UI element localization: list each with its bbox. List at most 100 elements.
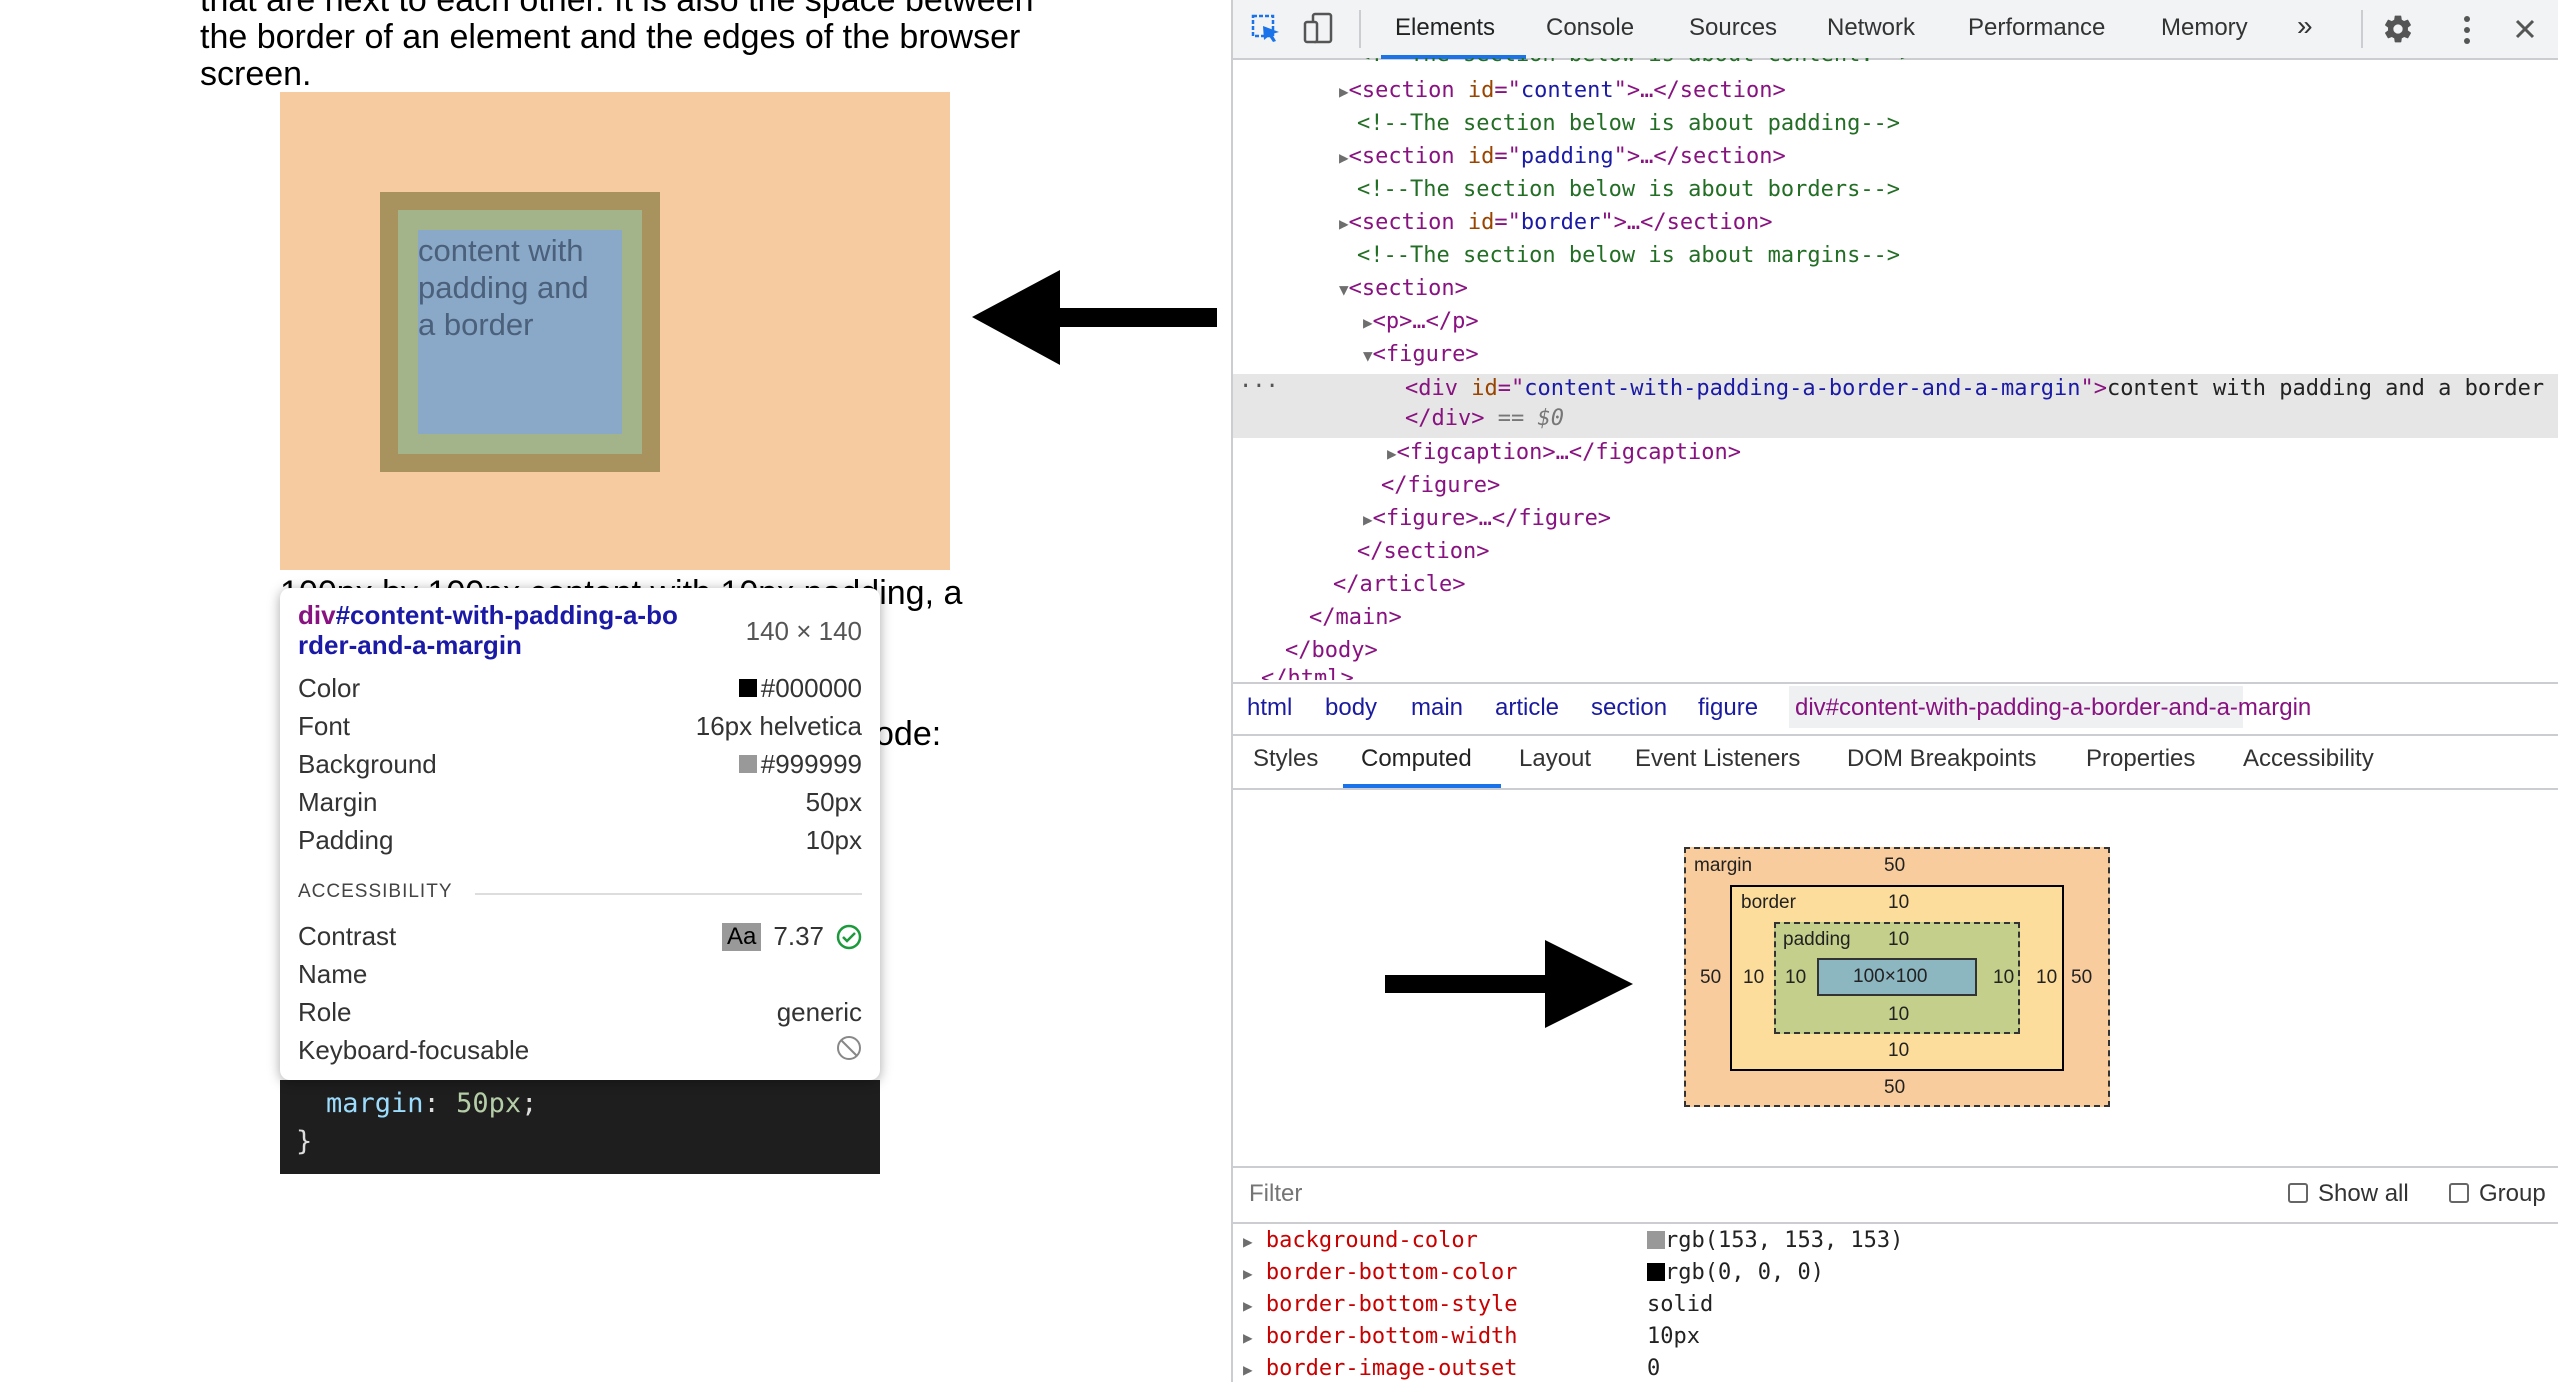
dom-node-section-padding[interactable]: ▶<section id="padding">…</section>	[1339, 144, 1786, 169]
color-swatch	[1647, 1231, 1665, 1249]
tooltip-id: #content-with-padding-a-bo	[335, 600, 678, 630]
close-icon[interactable]	[2514, 18, 2536, 40]
box-model-margin-top: 50	[1884, 855, 1906, 876]
dom-close-section: </section>	[1357, 539, 1490, 564]
tab-styles[interactable]: Styles	[1253, 745, 1319, 772]
tooltip-row-color: Color #000000	[298, 673, 862, 703]
group-checkbox[interactable]	[2449, 1183, 2469, 1203]
tooltip-size: 140 × 140	[745, 616, 862, 646]
dom-close-html: </html>	[1261, 666, 1354, 680]
box-model-margin-left: 50	[1700, 967, 1722, 988]
tab-event-listeners[interactable]: Event Listeners	[1635, 745, 1801, 772]
box-model-margin-bottom: 50	[1884, 1077, 1906, 1098]
box-model-padding-left: 10	[1785, 967, 1807, 988]
code-value: 50px	[456, 1088, 522, 1119]
accessibility-heading: ACCESSIBILITY	[298, 881, 453, 902]
dom-node-figure[interactable]: ▼<figure>	[1363, 342, 1479, 367]
not-allowed-icon	[837, 1036, 861, 1060]
dom-node-p[interactable]: ▶<p>…</p>	[1363, 309, 1479, 334]
rendered-page: that are next to each other. It is also …	[0, 0, 1231, 1382]
toolbar-divider	[1359, 10, 1361, 48]
toolbar-divider	[2361, 10, 2363, 48]
gear-icon[interactable]	[2382, 13, 2414, 45]
breadcrumb-main[interactable]: main	[1411, 694, 1464, 721]
dom-close-main: </main>	[1309, 605, 1402, 630]
computed-property-row[interactable]: ▶ border-bottom-width	[1243, 1324, 1518, 1349]
tab-computed[interactable]: Computed	[1361, 745, 1472, 772]
check-circle-icon	[836, 924, 862, 949]
computed-filter-bar	[1233, 1166, 2558, 1224]
dom-tree: <!--The section below is about content.-…	[1233, 58, 2558, 680]
color-swatch	[1647, 1263, 1665, 1281]
breadcrumb-selected-div[interactable]: div#content-with-padding-a-border-and-a-…	[1795, 694, 2312, 721]
dom-node-figure-2[interactable]: ▶<figure>…</figure>	[1363, 506, 1612, 531]
paragraph-line: the border of an element and the edges o…	[200, 18, 1021, 56]
computed-property-row[interactable]: ▶ border-bottom-color	[1243, 1260, 1518, 1285]
box-model-padding-bottom: 10	[1888, 1004, 1910, 1025]
tab-dom-breakpoints[interactable]: DOM Breakpoints	[1847, 745, 2037, 772]
computed-property-row[interactable]: ▶ border-image-outset	[1243, 1356, 1518, 1381]
devtools-panel: Elements Console Sources Network Perform…	[1231, 0, 2558, 1382]
box-model-padding-right: 10	[1993, 967, 2015, 988]
demo-text-line: padding and	[418, 270, 589, 305]
code-close-brace: }	[296, 1126, 313, 1157]
dom-node-section-border[interactable]: ▶<section id="border">…</section>	[1339, 210, 1773, 235]
dom-node-section-content[interactable]: ▶<section id="content">…</section>	[1339, 78, 1786, 103]
tab-performance[interactable]: Performance	[1968, 14, 2106, 41]
code-property: margin	[326, 1088, 424, 1119]
dom-node-section[interactable]: ▼<section>	[1339, 276, 1468, 301]
more-tabs-button[interactable]: »	[2297, 10, 2313, 41]
tooltip-row-contrast: Contrast Aa 7.37	[298, 921, 862, 955]
demo-text-line: content with	[418, 233, 584, 268]
computed-property-value: rgb(153, 153, 153)	[1647, 1228, 1903, 1253]
dom-close-body: </body>	[1285, 638, 1378, 663]
ellipsis-icon: ···	[1239, 374, 1279, 399]
box-model-margin-label: margin	[1694, 855, 1753, 876]
group-label: Group	[2479, 1180, 2546, 1207]
box-model-padding-top: 10	[1888, 929, 1910, 950]
box-model-border-right: 10	[2036, 967, 2058, 988]
computed-property-row[interactable]: ▶ background-color	[1243, 1228, 1478, 1253]
breadcrumb-html[interactable]: html	[1247, 694, 1293, 721]
tab-properties[interactable]: Properties	[2086, 745, 2196, 772]
dom-close-figure: </figure>	[1381, 473, 1501, 498]
kebab-menu-icon[interactable]	[2461, 14, 2473, 46]
devtools-toolbar: Elements Console Sources Network Perform…	[1233, 0, 2558, 60]
breadcrumb-body[interactable]: body	[1325, 694, 1378, 721]
breadcrumb-article[interactable]: article	[1495, 694, 1560, 721]
right-arrow-annotation	[1385, 940, 1633, 1028]
tab-network[interactable]: Network	[1827, 14, 1916, 41]
color-swatch	[738, 679, 757, 697]
box-model-content-size: 100×100	[1853, 966, 1928, 987]
inspect-tooltip: div#content-with-padding-a-bo rder-and-a…	[280, 588, 880, 1080]
show-all-checkbox[interactable]	[2288, 1183, 2308, 1203]
inspect-element-icon[interactable]	[1251, 14, 1281, 44]
box-model-content[interactable]	[1817, 958, 1977, 996]
breadcrumb-section[interactable]: section	[1591, 694, 1668, 721]
computed-property-row[interactable]: ▶ border-bottom-style	[1243, 1292, 1518, 1317]
tooltip-id-cont: rder-and-a-margin	[298, 630, 522, 660]
dom-comment: <!--The section below is about padding--…	[1357, 111, 1901, 136]
dom-close-article: </article>	[1333, 572, 1466, 597]
tab-layout[interactable]: Layout	[1519, 745, 1592, 772]
filter-input[interactable]	[1247, 1176, 1851, 1212]
dom-node-figcaption[interactable]: ▶<figcaption>…</figcaption>	[1387, 440, 1742, 465]
computed-property-value: 10px	[1647, 1324, 1700, 1349]
paragraph-fragment: ode:	[875, 715, 942, 753]
computed-property-value: solid	[1647, 1292, 1714, 1317]
tab-sources[interactable]: Sources	[1689, 14, 1778, 41]
content-with-padding-box[interactable]: content with padding and a border	[418, 230, 622, 434]
tab-accessibility[interactable]: Accessibility	[2243, 745, 2374, 772]
tab-elements[interactable]: Elements	[1395, 14, 1496, 41]
dom-node-selected-div[interactable]: ··· <div id="content-with-padding-a-bord…	[1233, 374, 2558, 438]
breadcrumb-figure[interactable]: figure	[1698, 694, 1759, 721]
paragraph-line: screen.	[200, 55, 312, 93]
tab-memory[interactable]: Memory	[2161, 14, 2248, 41]
tab-console[interactable]: Console	[1546, 14, 1635, 41]
device-toolbar-icon[interactable]	[1303, 12, 1333, 46]
contrast-value: 7.37	[773, 921, 824, 951]
active-subtab-indicator	[1343, 784, 1501, 788]
active-tab-indicator	[1381, 55, 1526, 59]
